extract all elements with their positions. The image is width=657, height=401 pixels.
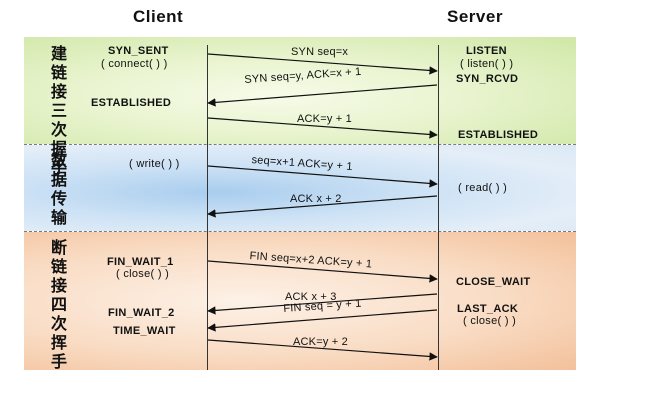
server-state-syn-rcvd: SYN_RCVD: [456, 73, 519, 85]
arrow-fin-2: [207, 309, 438, 332]
message-label: ACK x + 3: [285, 291, 337, 303]
client-close-call: ( close( ) ): [116, 268, 170, 280]
client-connect-call: ( connect( ) ): [101, 58, 168, 70]
phase-label-handshake: 建链接三次握手: [50, 44, 67, 177]
arrow-data-ack: [207, 195, 438, 218]
server-header: Server: [447, 7, 503, 26]
arrow-data: [207, 165, 438, 188]
server-state-last-ack: LAST_ACK: [457, 303, 519, 315]
arrow-fin-1-ack: [207, 293, 438, 315]
client-state-fin-wait-1: FIN_WAIT_1: [107, 256, 174, 268]
client-header: Client: [133, 7, 184, 26]
arrow-fin-1: [207, 260, 438, 283]
message-label: ACK=y + 1: [297, 113, 352, 125]
client-lifeline: [207, 45, 208, 370]
phase-divider: [24, 144, 576, 145]
phase-label-teardown: 断链接四次挥手: [50, 238, 67, 371]
handshake-band: [24, 37, 576, 144]
arrow-syn-ack: [207, 84, 438, 107]
message-label: ACK=y + 2: [293, 336, 348, 348]
phase-label-data-transfer: 数据传输: [50, 151, 67, 227]
data-transfer-band: [24, 145, 576, 231]
client-state-fin-wait-2: FIN_WAIT_2: [108, 307, 175, 319]
phase-divider: [24, 231, 576, 232]
arrow-fin-2-ack: [207, 339, 438, 361]
arrow-syn: [207, 53, 438, 75]
client-state-syn-sent: SYN_SENT: [108, 45, 169, 57]
server-close-call: ( close( ) ): [463, 315, 517, 327]
server-state-close-wait: CLOSE_WAIT: [456, 276, 531, 288]
message-label: ACK x + 2: [290, 193, 342, 205]
server-read-call: ( read( ) ): [458, 182, 508, 194]
client-state-established: ESTABLISHED: [91, 97, 172, 109]
server-state-listen: LISTEN: [466, 45, 507, 57]
client-write-call: ( write( ) ): [129, 158, 180, 170]
server-listen-call: ( listen( ) ): [460, 58, 514, 70]
client-state-time-wait: TIME_WAIT: [113, 325, 176, 337]
arrow-ack: [207, 117, 438, 139]
message-label: SYN seq=x: [291, 46, 349, 58]
server-lifeline: [438, 45, 439, 370]
server-state-established: ESTABLISHED: [458, 129, 539, 141]
